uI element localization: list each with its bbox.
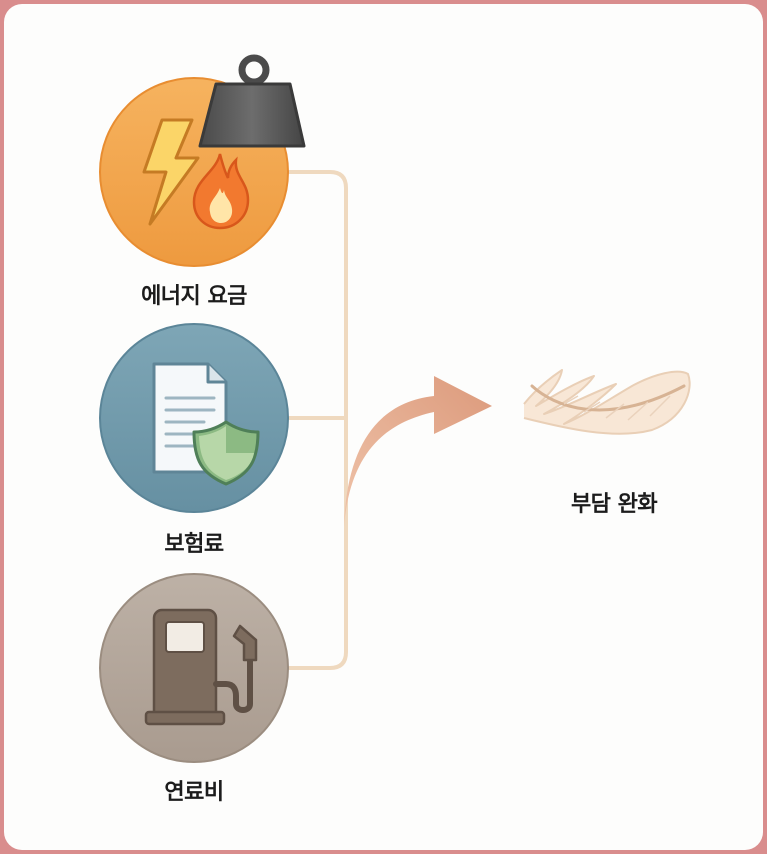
- lightning-icon: [142, 118, 200, 226]
- fuel-cost-label: 연료비: [164, 780, 224, 805]
- insurance-label: 보험료: [164, 532, 224, 557]
- fuel-pump-icon: [99, 573, 289, 763]
- feather-icon: [523, 369, 691, 435]
- burden-relief-label: 부담 완화: [570, 492, 658, 517]
- weight-icon: [198, 54, 306, 148]
- diagram-art: [99, 54, 691, 763]
- connector-lines: [286, 170, 348, 670]
- energy-cost-icon: [99, 54, 306, 267]
- flame-icon: [192, 153, 250, 230]
- insurance-document-shield-icon: [99, 323, 289, 513]
- diagram-card: 에너지 요금 보험료 연료비 부담 완화: [4, 4, 763, 850]
- energy-cost-label: 에너지 요금: [141, 284, 247, 309]
- shield-icon: [192, 420, 260, 486]
- arrow-right-icon: [344, 376, 492, 526]
